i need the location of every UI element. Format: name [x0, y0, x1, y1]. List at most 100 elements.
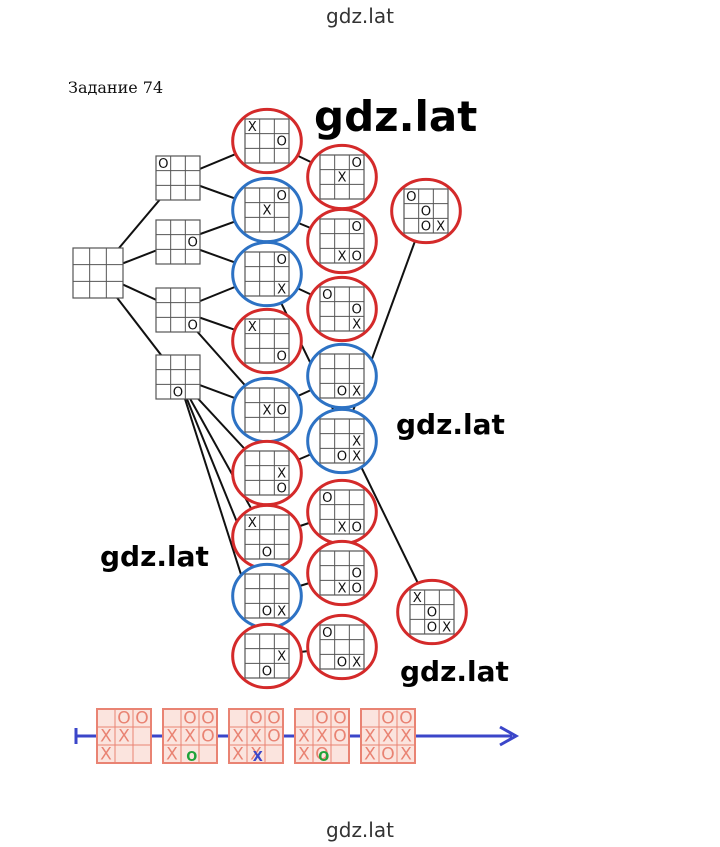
- mark-o: O: [351, 220, 361, 235]
- board-d3: OOX: [306, 275, 378, 343]
- strip-mark: X: [298, 726, 310, 746]
- strip-mark: X: [118, 726, 130, 746]
- board-c2: OX: [231, 176, 303, 244]
- strip-board: [294, 708, 350, 764]
- mark-o: O: [421, 219, 431, 234]
- mark-o: O: [406, 190, 416, 205]
- watermark-inline-3: gdz.lat: [400, 655, 509, 688]
- mark-o: O: [276, 481, 286, 496]
- strip-new-move: O: [186, 750, 197, 765]
- strip-mark: O: [117, 708, 130, 728]
- mark-o: O: [322, 491, 332, 506]
- board-root: [72, 247, 124, 299]
- mark-x: X: [337, 581, 346, 596]
- strip-new-move: O: [318, 750, 329, 765]
- strip-mark: X: [184, 726, 196, 746]
- mark-o: O: [262, 545, 272, 560]
- board-L1a: O: [155, 155, 201, 201]
- mark-x: X: [277, 604, 286, 619]
- board-L1d: O: [155, 354, 201, 400]
- mark-o: O: [276, 404, 286, 419]
- watermark-bottom: gdz.lat: [326, 818, 394, 842]
- mark-x: X: [436, 219, 445, 234]
- strip-mark: O: [333, 726, 346, 746]
- mark-x: X: [248, 320, 257, 335]
- strip-mark: X: [100, 744, 112, 764]
- mark-x: X: [262, 204, 271, 219]
- strip-mark: O: [399, 708, 412, 728]
- board-c9: XO: [231, 622, 303, 690]
- mark-x: X: [352, 655, 361, 670]
- mark-o: O: [427, 606, 437, 621]
- mark-x: X: [352, 317, 361, 332]
- strip-mark: O: [381, 744, 394, 764]
- mark-x: X: [262, 404, 271, 419]
- strip-mark: O: [267, 726, 280, 746]
- mark-o: O: [337, 449, 347, 464]
- strip-mark: X: [166, 726, 178, 746]
- watermark-top: gdz.lat: [326, 4, 394, 28]
- arrow-head-icon: [499, 725, 520, 747]
- mark-x: X: [337, 520, 346, 535]
- mark-x: X: [337, 249, 346, 264]
- board-c4: XO: [231, 307, 303, 375]
- strip-mark: O: [249, 708, 262, 728]
- mark-x: X: [248, 516, 257, 531]
- mark-o: O: [276, 349, 286, 364]
- strip-mark: X: [100, 726, 112, 746]
- board-c6: XO: [231, 439, 303, 507]
- board-c7: XO: [231, 503, 303, 571]
- mark-o: O: [337, 384, 347, 399]
- mark-x: X: [277, 650, 286, 665]
- strip-mark: O: [183, 708, 196, 728]
- mark-x: X: [352, 449, 361, 464]
- mark-x: X: [413, 591, 422, 606]
- strip-mark: X: [232, 744, 244, 764]
- mark-o: O: [351, 249, 361, 264]
- board-L1b: O: [155, 219, 201, 265]
- mark-o: O: [337, 655, 347, 670]
- strip-board: [162, 708, 218, 764]
- mark-x: X: [337, 171, 346, 186]
- board-L1c: O: [155, 287, 201, 333]
- strip-new-move: X: [253, 750, 263, 765]
- strip-mark: X: [250, 744, 262, 764]
- strip-mark: O: [315, 708, 328, 728]
- mark-o: O: [187, 318, 197, 333]
- strip-mark: X: [364, 726, 376, 746]
- mark-x: X: [352, 435, 361, 450]
- strip-board: [228, 708, 284, 764]
- watermark-inline-1: gdz.lat: [396, 408, 505, 441]
- strip-board: [360, 708, 416, 764]
- mark-o: O: [351, 303, 361, 318]
- mark-x: X: [352, 384, 361, 399]
- strip-board: [96, 708, 152, 764]
- strip-mark: X: [298, 744, 310, 764]
- mark-x: X: [248, 120, 257, 135]
- mark-x: X: [277, 282, 286, 297]
- mark-x: X: [442, 620, 451, 635]
- mark-o: O: [322, 626, 332, 641]
- board-c1: XO: [231, 107, 303, 175]
- mark-o: O: [262, 604, 272, 619]
- strip-mark: O: [315, 744, 328, 764]
- strip-mark: O: [135, 708, 148, 728]
- strip-mark: O: [333, 708, 346, 728]
- strip-mark: X: [316, 726, 328, 746]
- mark-o: O: [276, 253, 286, 268]
- mark-o: O: [187, 236, 197, 251]
- board-c3: OX: [231, 240, 303, 308]
- mark-o: O: [351, 520, 361, 535]
- strip-mark: X: [364, 744, 376, 764]
- mark-o: O: [262, 664, 272, 679]
